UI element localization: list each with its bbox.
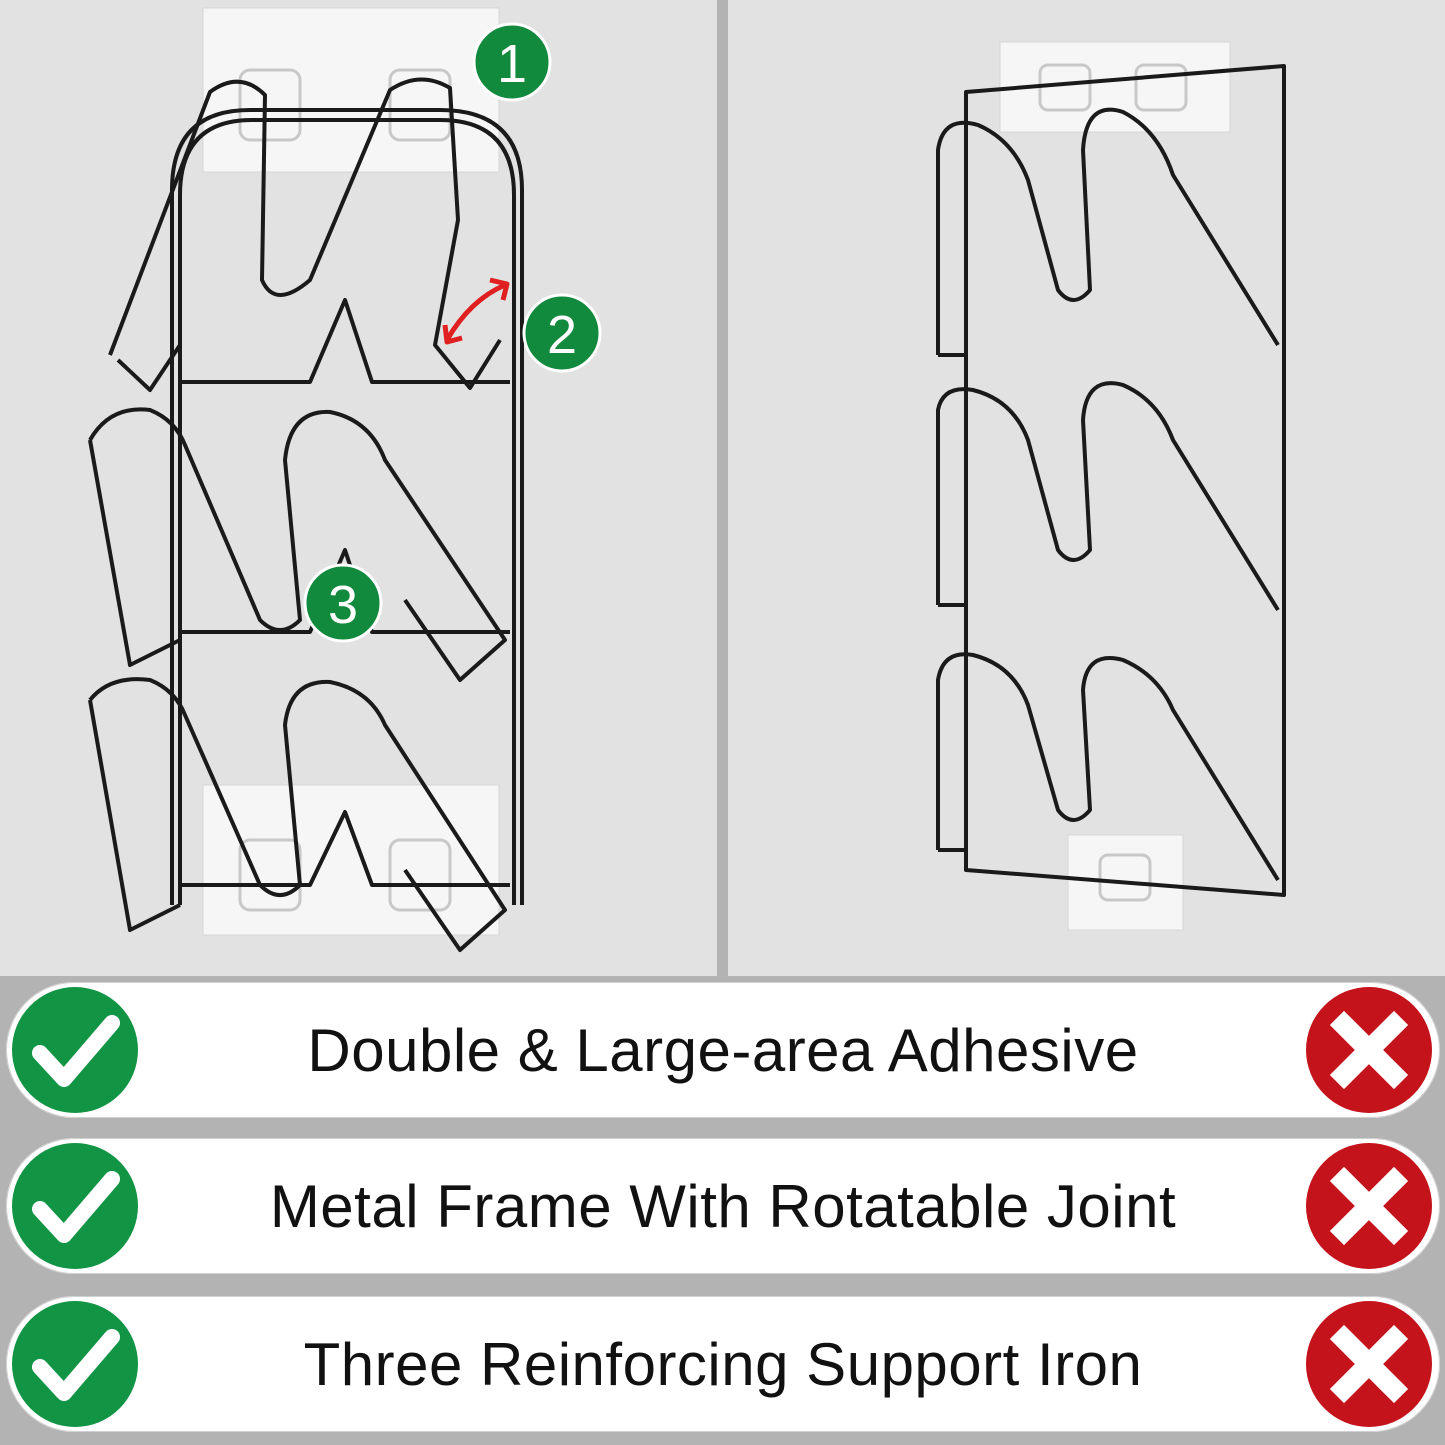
marker-1-label: 1 <box>497 34 527 94</box>
feature-label: Double & Large-area Adhesive <box>307 1016 1139 1084</box>
outer-frame <box>170 108 524 905</box>
x-icon <box>1306 1301 1432 1427</box>
outer-frame <box>964 64 1286 897</box>
marker-1: 1 <box>472 22 552 102</box>
x-icon <box>1306 1143 1432 1269</box>
feature-label: Metal Frame With Rotatable Joint <box>269 1172 1177 1240</box>
feature-row-support-iron: Three Reinforcing Support Iron <box>6 1296 1440 1432</box>
marker-2: 2 <box>522 293 602 373</box>
feature-row-adhesive: Double & Large-area Adhesive <box>6 982 1440 1118</box>
rotate-arrow-icon <box>442 277 510 345</box>
rack-without-features-illustration <box>936 41 1286 931</box>
left-product-panel: 1 2 3 <box>0 0 717 976</box>
check-icon <box>12 1143 138 1269</box>
marker-2-label: 2 <box>547 305 577 365</box>
right-product-panel <box>728 0 1445 976</box>
rack-with-features-illustration: 1 2 3 <box>88 7 602 952</box>
x-icon <box>1306 987 1432 1113</box>
check-icon <box>12 1301 138 1427</box>
check-icon <box>12 987 138 1113</box>
feature-label: Three Reinforcing Support Iron <box>303 1330 1143 1398</box>
marker-3-label: 3 <box>328 575 358 635</box>
feature-row-metal-frame: Metal Frame With Rotatable Joint <box>6 1138 1440 1274</box>
marker-3: 3 <box>303 563 383 643</box>
